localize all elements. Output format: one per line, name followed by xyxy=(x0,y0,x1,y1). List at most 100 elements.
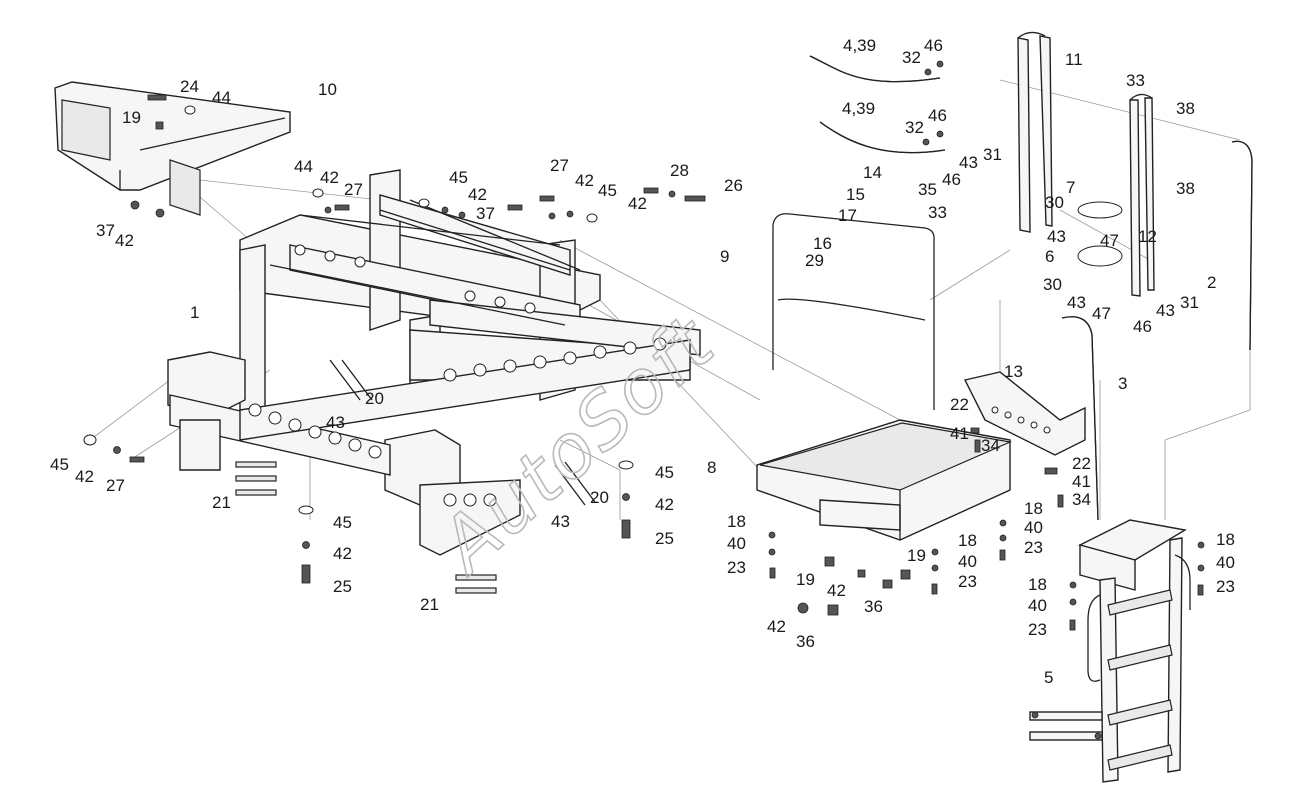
callout-label: 29 xyxy=(805,251,824,270)
callout-label: 32 xyxy=(905,118,924,137)
callout-label: 15 xyxy=(846,185,865,204)
platform-part-8-9 xyxy=(756,213,1013,616)
callout-label: 45 xyxy=(598,181,617,200)
callout-label: 27 xyxy=(550,156,569,175)
callout-label: 43 xyxy=(959,153,978,172)
callout-label: 32 xyxy=(902,48,921,67)
hoses-part-4-39 xyxy=(809,55,946,154)
callout-label: 23 xyxy=(958,572,977,591)
callout-label: 5 xyxy=(1044,668,1053,687)
callout-label: 36 xyxy=(796,632,815,651)
callout-label: 45 xyxy=(333,513,352,532)
callout-label: 45 xyxy=(449,168,468,187)
callout-label: 31 xyxy=(1180,293,1199,312)
callout-label: 40 xyxy=(1216,553,1235,572)
callout-label: 4,39 xyxy=(842,99,875,118)
callout-label: 21 xyxy=(420,595,439,614)
fasteners-left xyxy=(83,94,706,584)
callout-label: 43 xyxy=(326,413,345,432)
callout-label: 18 xyxy=(958,531,977,550)
callout-label: 8 xyxy=(707,458,716,477)
callout-label: 42 xyxy=(655,495,674,514)
callout-label: 12 xyxy=(1138,227,1157,246)
callout-label: 42 xyxy=(115,231,134,250)
callout-label: 18 xyxy=(1024,499,1043,518)
rods-part-21-20 xyxy=(235,359,596,594)
callout-label: 45 xyxy=(50,455,69,474)
callout-label: 3 xyxy=(1118,374,1127,393)
callout-label: 20 xyxy=(590,488,609,507)
callout-label: 22 xyxy=(950,395,969,414)
callout-label: 44 xyxy=(294,157,313,176)
callout-label: 34 xyxy=(981,436,1000,455)
callout-label: 41 xyxy=(1072,472,1091,491)
callout-label: 19 xyxy=(122,108,141,127)
callout-label: 38 xyxy=(1176,99,1195,118)
callout-label: 37 xyxy=(96,221,115,240)
bracket-part-13 xyxy=(963,371,1086,508)
callout-label: 37 xyxy=(476,204,495,223)
callout-label: 6 xyxy=(1045,247,1054,266)
callout-label: 41 xyxy=(950,424,969,443)
callout-label: 20 xyxy=(365,389,384,408)
callout-label: 42 xyxy=(827,581,846,600)
callout-label: 45 xyxy=(655,463,674,482)
callout-label: 43 xyxy=(551,512,570,531)
rails-part-11-12-2-3 xyxy=(1017,31,1253,521)
callout-label: 42 xyxy=(320,168,339,187)
callout-label: 47 xyxy=(1092,304,1111,323)
callout-label: 43 xyxy=(1156,301,1175,320)
callout-label: 42 xyxy=(767,617,786,636)
callout-label: 23 xyxy=(1024,538,1043,557)
callout-label: 31 xyxy=(983,145,1002,164)
callout-label: 27 xyxy=(344,180,363,199)
callout-label: 42 xyxy=(468,185,487,204)
callout-label: 21 xyxy=(212,493,231,512)
callout-label: 47 xyxy=(1100,231,1119,250)
callout-labels: 24 44 10 19 37 42 44 42 27 45 42 37 27 4… xyxy=(50,36,1235,687)
callout-label: 33 xyxy=(1126,71,1145,90)
callout-label: 40 xyxy=(1028,596,1047,615)
callout-label: 22 xyxy=(1072,454,1091,473)
callout-label: 42 xyxy=(575,171,594,190)
callout-label: 23 xyxy=(1216,577,1235,596)
callout-label: 17 xyxy=(838,206,857,225)
callout-label: 28 xyxy=(670,161,689,180)
callout-label: 7 xyxy=(1066,178,1075,197)
callout-label: 19 xyxy=(796,570,815,589)
callout-label: 14 xyxy=(863,163,882,182)
callout-label: 38 xyxy=(1176,179,1195,198)
callout-label: 25 xyxy=(655,529,674,548)
callout-label: 46 xyxy=(928,106,947,125)
callout-label: 35 xyxy=(918,180,937,199)
callout-label: 40 xyxy=(727,534,746,553)
callout-label: 9 xyxy=(720,247,729,266)
callout-label: 13 xyxy=(1004,362,1023,381)
callout-label: 43 xyxy=(1067,293,1086,312)
callout-label: 34 xyxy=(1072,490,1091,509)
callout-label: 1 xyxy=(190,303,199,322)
callout-label: 23 xyxy=(727,558,746,577)
callout-label: 30 xyxy=(1043,275,1062,294)
callout-label: 11 xyxy=(1065,50,1083,69)
callout-label: 40 xyxy=(958,552,977,571)
callout-label: 18 xyxy=(1028,575,1047,594)
callout-label: 4,39 xyxy=(843,36,876,55)
callout-label: 42 xyxy=(628,194,647,213)
bracket-part-10 xyxy=(54,81,291,216)
callout-label: 30 xyxy=(1045,193,1064,212)
step-ladder-part-5 xyxy=(1029,519,1205,783)
callout-label: 19 xyxy=(907,546,926,565)
callout-label: 26 xyxy=(724,176,743,195)
callout-label: 10 xyxy=(318,80,337,99)
callout-label: 24 xyxy=(180,77,199,96)
callout-label: 46 xyxy=(1133,317,1152,336)
callout-label: 44 xyxy=(212,88,231,107)
callout-label: 16 xyxy=(813,234,832,253)
main-frame-part-1 xyxy=(167,169,701,556)
callout-label: 27 xyxy=(106,476,125,495)
callout-label: 46 xyxy=(924,36,943,55)
callout-label: 18 xyxy=(727,512,746,531)
callout-label: 36 xyxy=(864,597,883,616)
